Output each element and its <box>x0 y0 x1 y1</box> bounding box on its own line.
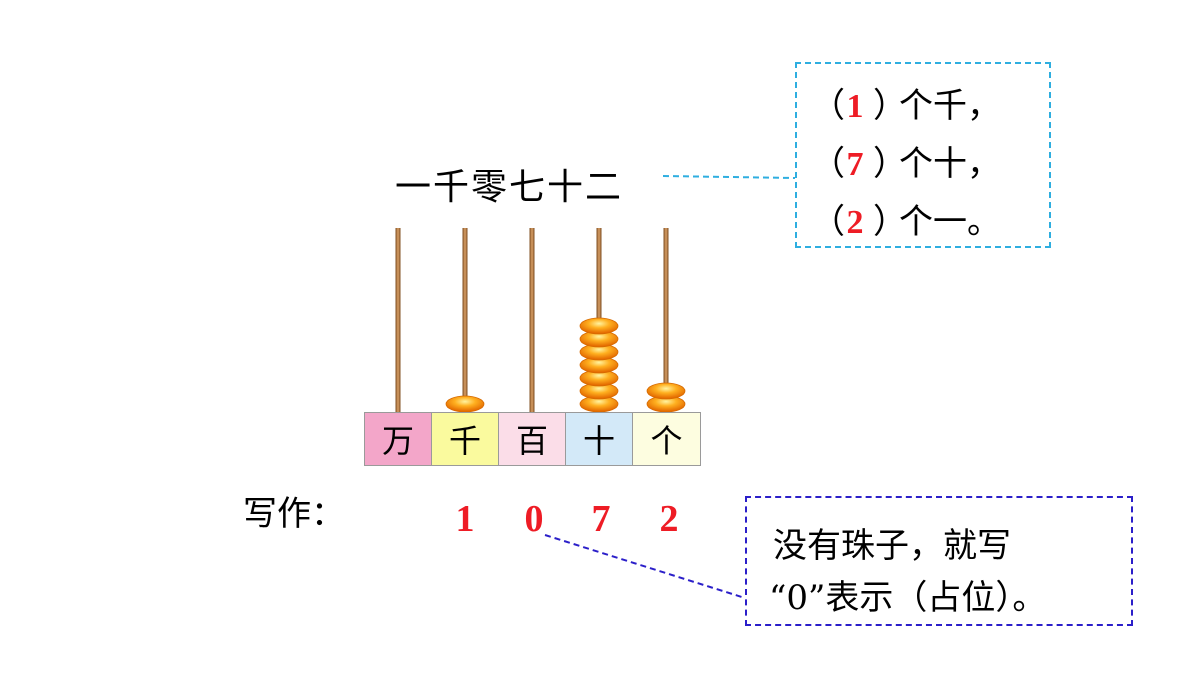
info-text: 个千， <box>899 86 1001 126</box>
digit-thousands: 1 <box>455 498 475 540</box>
open-paren: （ <box>811 144 845 184</box>
place-value-labels: 万 千 百 十 个 <box>364 412 701 466</box>
place-ones: 个 <box>633 413 700 465</box>
info-line-thousands: （1）个千， <box>811 78 1001 127</box>
abacus-rods <box>395 228 669 412</box>
note-line-1: 没有珠子，就写 <box>773 526 1011 566</box>
rod-ones <box>663 228 669 412</box>
place-value-info-box: （1）个千， （7）个十， （2）个一。 <box>795 62 1051 248</box>
place-hundreds: 百 <box>499 413 566 465</box>
info-line-tens: （7）个十， <box>811 136 1001 185</box>
digit-hundreds: 0 <box>524 498 544 540</box>
place-tens: 十 <box>566 413 633 465</box>
note-line-2: “0”表示（占位）。 <box>769 578 1047 618</box>
place-thousands: 千 <box>432 413 499 465</box>
words-connector-line <box>662 175 796 179</box>
close-paren: ） <box>873 202 907 242</box>
ones-count: 2 <box>846 204 864 241</box>
write-label: 写作： <box>243 494 345 534</box>
tens-count: 7 <box>846 146 864 183</box>
number-in-words: 一千零七十二 <box>395 167 624 208</box>
close-paren: ） <box>873 144 907 184</box>
bead-thousands <box>445 395 485 413</box>
digit-ones: 2 <box>659 498 679 540</box>
info-line-ones: （2）个一。 <box>811 194 1001 243</box>
open-paren: （ <box>811 86 845 126</box>
info-text: 个十， <box>899 144 1001 184</box>
zero-placeholder-note: 没有珠子，就写 “0”表示（占位）。 <box>745 496 1133 626</box>
close-paren: ） <box>873 86 907 126</box>
rod-hundreds <box>529 228 535 412</box>
rod-ten-thousands <box>395 228 401 412</box>
rod-thousands <box>462 228 468 412</box>
zero-connector-line <box>544 534 746 599</box>
bead-tens <box>579 317 619 335</box>
place-ten-thousands: 万 <box>365 413 432 465</box>
bead-ones <box>646 382 686 400</box>
open-paren: （ <box>811 202 845 242</box>
abacus-beads <box>445 317 686 413</box>
info-text: 个一。 <box>899 202 1001 242</box>
digit-tens: 7 <box>591 498 611 540</box>
thousands-count: 1 <box>846 88 864 125</box>
